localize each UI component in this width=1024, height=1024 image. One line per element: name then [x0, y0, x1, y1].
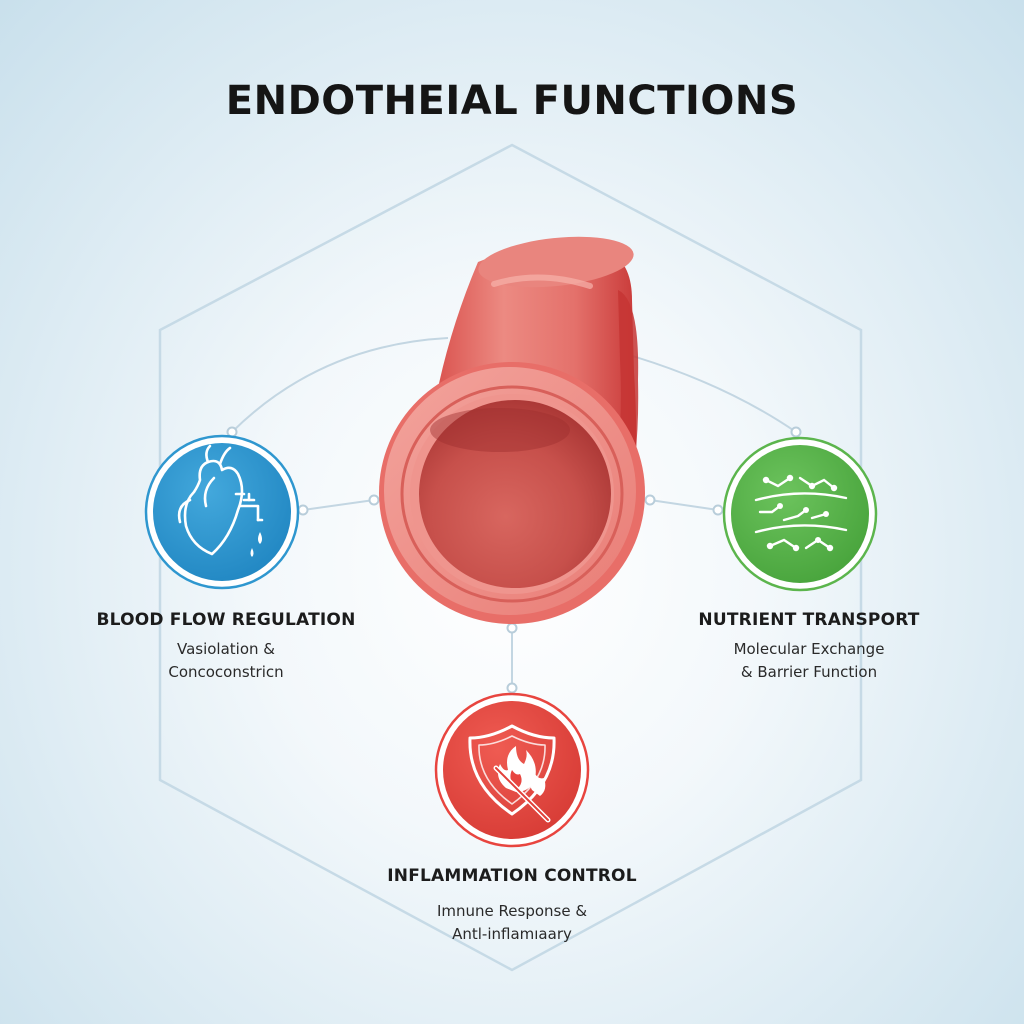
function-title: BLOOD FLOW REGULATION — [96, 610, 356, 630]
page-title: ENDOTHEIAL FUNCTIONS — [225, 78, 799, 124]
connector-arc-right — [611, 349, 797, 433]
function-description-line: Antl-inflamıaary — [452, 925, 572, 943]
connector-dot — [368, 494, 380, 506]
connector-dot — [790, 426, 802, 438]
function-description: Imnune Response & Antl-inflamıaary — [362, 900, 662, 946]
blood-flow-regulation-label: BLOOD FLOW REGULATION Vasiolation & Conc… — [86, 610, 366, 684]
function-description: Vasiolation & Concoconstricn — [86, 638, 366, 684]
hexagon-frame — [158, 143, 863, 972]
nutrient-transport-label: NUTRIENT TRANSPORT Molecular Exchange & … — [664, 610, 954, 684]
connector-dot — [712, 504, 724, 516]
function-title: INFLAMMATION CONTROL — [387, 866, 637, 886]
inflammation-control-icon — [434, 692, 590, 848]
function-description-line: Concoconstricn — [168, 663, 284, 681]
nutrient-transport-icon — [722, 436, 878, 592]
blood-vessel-icon — [379, 236, 645, 624]
function-description-line: & Barrier Function — [740, 663, 878, 681]
connector-dot — [297, 504, 309, 516]
function-description-line: Molecular Exchange — [733, 640, 885, 658]
inflammation-control-label: INFLAMMATION CONTROL Imnune Response & A… — [362, 866, 662, 946]
connector-line-left — [302, 499, 375, 511]
connector-arc-left — [231, 337, 449, 433]
function-description-line: Imnune Response & — [436, 902, 588, 920]
connector-dot — [506, 682, 518, 694]
connector-dot — [644, 494, 656, 506]
connector-dot — [506, 622, 518, 634]
function-title: NUTRIENT TRANSPORT — [698, 610, 920, 630]
function-description-line: Vasiolation & — [176, 640, 275, 658]
connector-line-right — [649, 499, 719, 511]
blood-flow-regulation-icon — [144, 434, 300, 590]
function-description: Molecular Exchange & Barrier Function — [664, 638, 954, 684]
